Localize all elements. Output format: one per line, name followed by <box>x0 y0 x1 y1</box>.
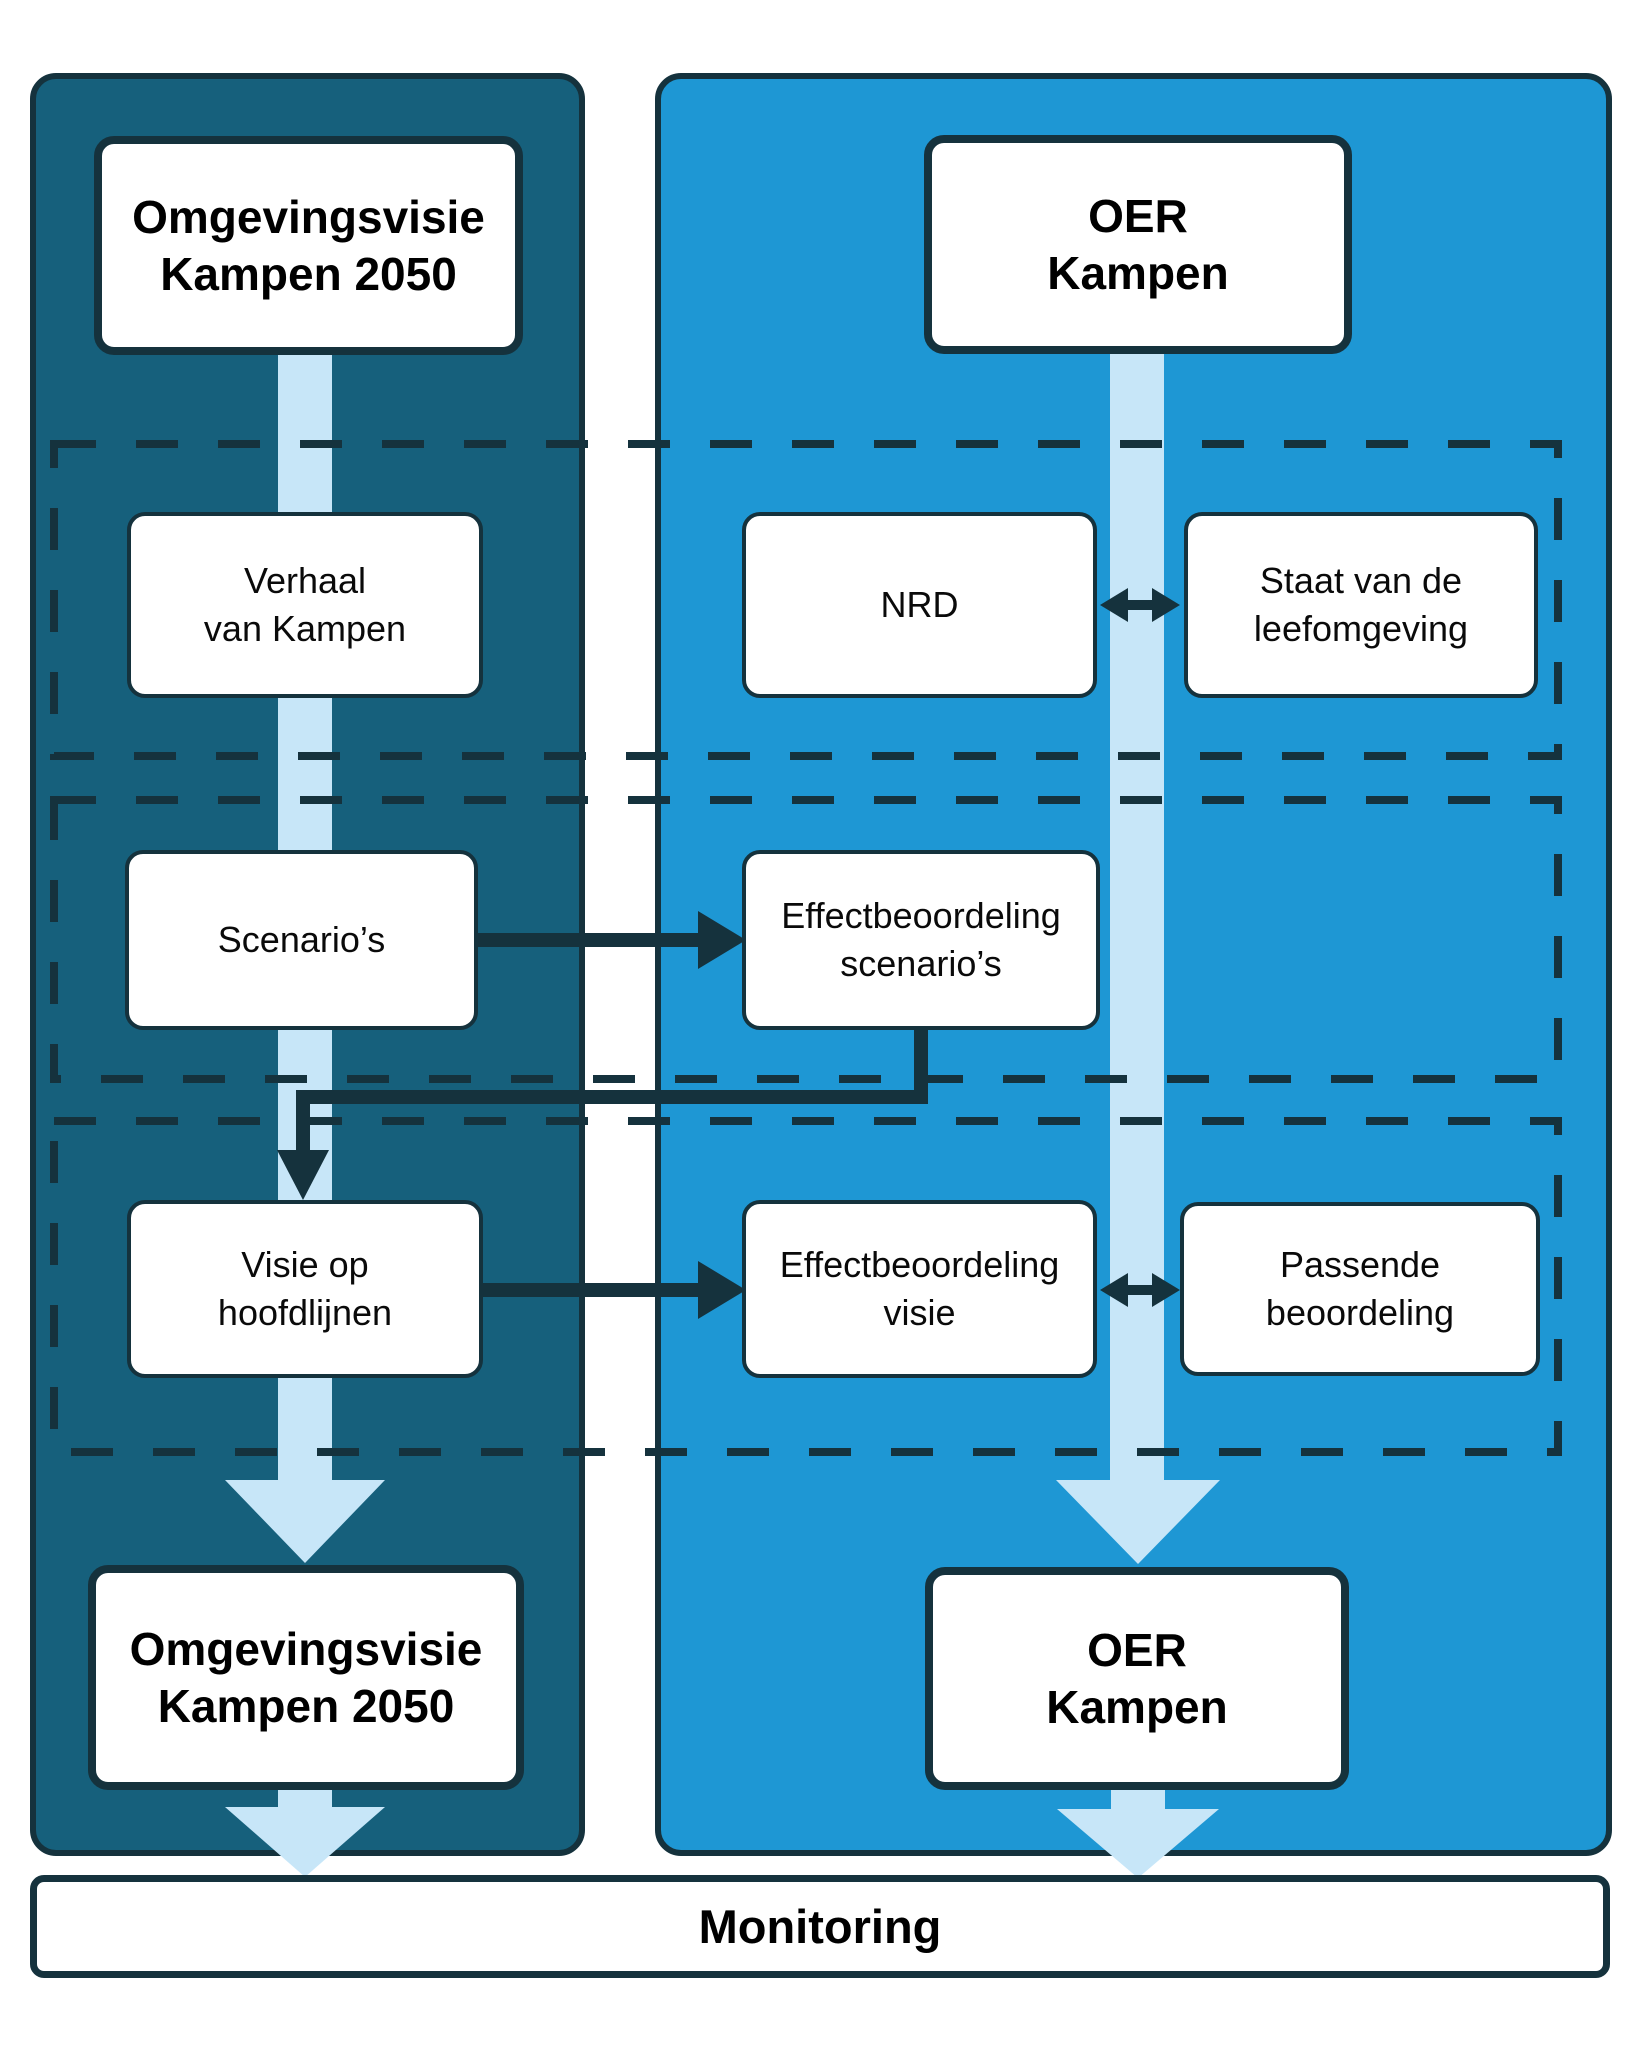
box-passende-beoordeling: Passende beoordeling <box>1180 1202 1540 1376</box>
box-label: OER Kampen <box>1046 1624 1228 1733</box>
arrowhead-down-icon <box>277 1150 329 1200</box>
box-effectbeoordeling-visie: Effectbeoordeling visie <box>742 1200 1097 1378</box>
box-label: Visie op hoofdlijnen <box>217 1244 393 1333</box>
box-nrd: NRD <box>742 512 1097 698</box>
box-label: Effectbeoordeling scenario’s <box>781 895 1061 984</box>
phase-1-frame <box>50 440 1562 760</box>
flow-arrowhead-right-bottom-icon <box>1057 1809 1219 1878</box>
box-label: OER Kampen <box>1047 190 1229 299</box>
box-label: Omgevingsvisie Kampen 2050 <box>129 1623 483 1732</box>
arrowhead-left-icon <box>1100 588 1128 622</box>
box-effectbeoordeling-scenarios: Effectbeoordeling scenario’s <box>742 850 1100 1030</box>
monitoring-label: Monitoring <box>698 1900 942 1953</box>
flow-arrowhead-left-bottom-icon <box>225 1807 385 1877</box>
arrowhead-right-icon <box>698 911 746 969</box>
arrowhead-right-icon <box>1152 1273 1180 1307</box>
connector-scenarios-to-effect-scenarios <box>478 911 746 969</box>
flow-band-right-shaft <box>1110 354 1164 1481</box>
flow-band-right-bottom-shaft <box>1111 1788 1165 1810</box>
arrowhead-right-icon <box>698 1261 746 1319</box>
box-label: Passende beoordeling <box>1265 1244 1455 1333</box>
flow-band-left-bottom-shaft <box>278 1788 332 1808</box>
box-oer-top: OER Kampen <box>924 135 1352 354</box>
box-omgevingsvisie-top: Omgevingsvisie Kampen 2050 <box>94 136 523 355</box>
connector-effect-scenarios-to-visie <box>277 1030 928 1200</box>
box-oer-bottom: OER Kampen <box>925 1567 1349 1790</box>
box-omgevingsvisie-bottom: Omgevingsvisie Kampen 2050 <box>88 1565 524 1790</box>
box-label: Effectbeoordeling visie <box>779 1244 1060 1333</box>
box-label: Omgevingsvisie Kampen 2050 <box>132 191 485 300</box>
monitoring-bar: Monitoring <box>30 1875 1610 1978</box>
flow-arrowhead-left-icon <box>225 1480 385 1563</box>
connector-nrd-staat-double-arrow <box>1100 588 1180 622</box>
box-label: NRD <box>880 584 959 626</box>
arrowhead-left-icon <box>1100 1273 1128 1307</box>
box-verhaal-van-kampen: Verhaal van Kampen <box>127 512 483 698</box>
box-staat-van-de-leefomgeving: Staat van de leefomgeving <box>1184 512 1538 698</box>
phase-3-frame <box>50 1117 1562 1456</box>
box-label: Verhaal van Kampen <box>203 560 407 649</box>
flow-arrowhead-right-icon <box>1056 1480 1220 1564</box>
connector-visie-to-effect-visie <box>483 1261 746 1319</box>
connector-effect-visie-passende-double-arrow <box>1100 1273 1180 1307</box>
arrowhead-right-icon <box>1152 588 1180 622</box>
box-label: Scenario’s <box>217 919 386 961</box>
box-visie-op-hoofdlijnen: Visie op hoofdlijnen <box>127 1200 483 1378</box>
box-label: Staat van de leefomgeving <box>1253 560 1469 649</box>
box-scenarios: Scenario’s <box>125 850 478 1030</box>
phase-2-frame <box>50 796 1562 1083</box>
connector-elbow-line <box>296 1030 928 1152</box>
phase-frames <box>50 440 1562 1456</box>
